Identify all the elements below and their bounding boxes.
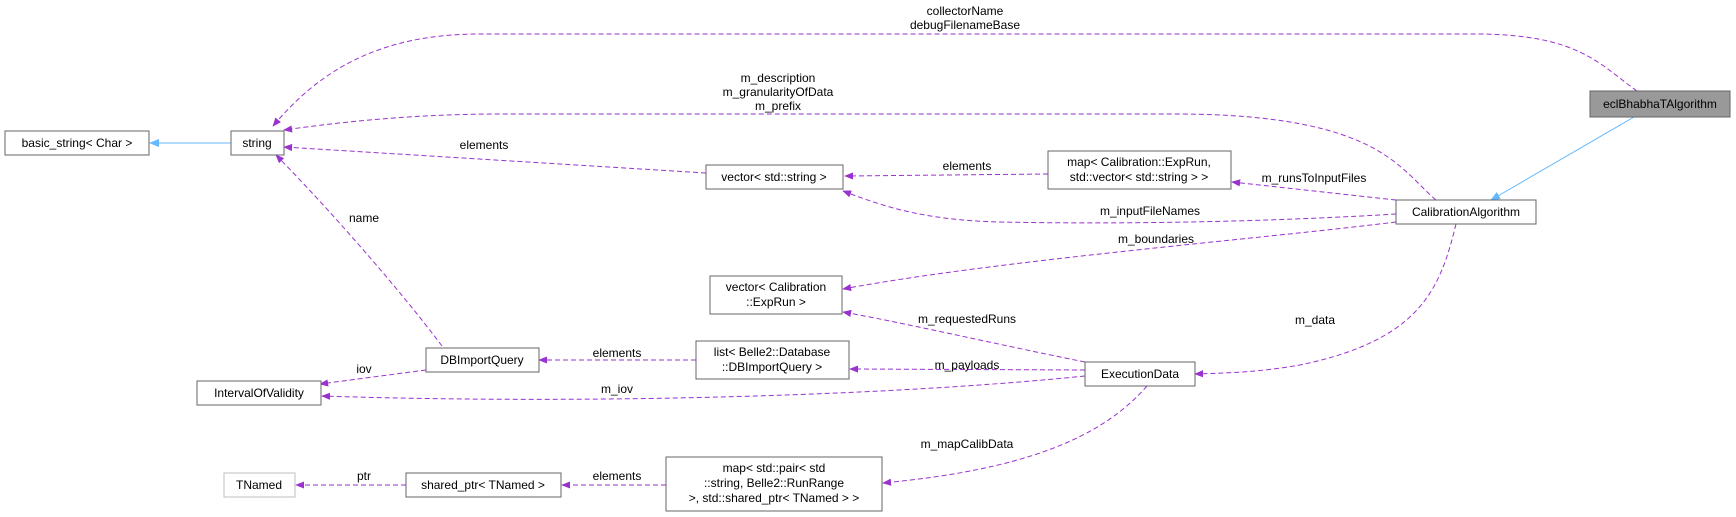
edge-label-m-requested-runs: m_requestedRuns bbox=[918, 312, 1016, 326]
edge-label-name: name bbox=[349, 211, 379, 225]
node-label: vector< std::string > bbox=[721, 170, 826, 184]
node-map-calib-data[interactable]: map< std::pair< std ::string, Belle2::Ru… bbox=[665, 456, 883, 512]
node-map-exprun[interactable]: map< Calibration::ExpRun, std::vector< s… bbox=[1047, 150, 1232, 190]
edge-label-m-prefix: m_prefix bbox=[755, 99, 801, 113]
edge-label-debug-filename-base: debugFilenameBase bbox=[910, 18, 1020, 32]
node-label-line-3: >, std::shared_ptr< TNamed > > bbox=[689, 491, 860, 505]
node-interval-of-validity[interactable]: IntervalOfValidity bbox=[196, 380, 322, 406]
node-list-db-import-query[interactable]: list< Belle2::Database ::DBImportQuery > bbox=[695, 340, 850, 380]
edge-label-iov: iov bbox=[356, 362, 371, 376]
edge-m-requested-runs bbox=[842, 309, 1086, 363]
edge-label-m-runs-to-input-files: m_runsToInputFiles bbox=[1262, 171, 1367, 185]
node-vector-exprun[interactable]: vector< Calibration ::ExpRun > bbox=[709, 275, 843, 315]
edge-label-m-data: m_data bbox=[1295, 313, 1335, 327]
edge-label-elements-string: elements bbox=[460, 138, 509, 152]
edge-label-ptr: ptr bbox=[357, 469, 371, 483]
node-label: eclBhabhaTAlgorithm bbox=[1603, 97, 1717, 111]
edge-m-map-calib-data bbox=[882, 385, 1148, 486]
edge-label-collector-name: collectorName bbox=[927, 4, 1004, 18]
edge-label-elements-list: elements bbox=[593, 346, 642, 360]
node-label-line-2: ::DBImportQuery > bbox=[722, 360, 822, 374]
node-shared-ptr[interactable]: shared_ptr< TNamed > bbox=[405, 472, 562, 498]
node-execution-data[interactable]: ExecutionData bbox=[1084, 361, 1196, 387]
node-ecl-bhabha-t-algorithm[interactable]: eclBhabhaTAlgorithm bbox=[1589, 90, 1731, 118]
node-label-line-2: std::vector< std::string > > bbox=[1070, 170, 1208, 184]
node-label: TNamed bbox=[236, 478, 282, 492]
node-label-line-2: ::ExpRun > bbox=[746, 295, 806, 309]
node-basic-string[interactable]: basic_string< Char > bbox=[4, 130, 150, 156]
node-label-line-1: map< Calibration::ExpRun, bbox=[1067, 155, 1211, 169]
node-vector-string[interactable]: vector< std::string > bbox=[705, 164, 844, 190]
edge-m-payloads bbox=[849, 365, 1086, 373]
node-tnamed[interactable]: TNamed bbox=[223, 472, 296, 498]
edge-elements-vector-string bbox=[283, 143, 707, 174]
edge-m-data bbox=[1194, 223, 1457, 378]
node-string[interactable]: string bbox=[230, 130, 285, 156]
nodes: eclBhabhaTAlgorithm CalibrationAlgorithm… bbox=[4, 90, 1731, 512]
edge-m-input-file-names bbox=[842, 190, 1397, 224]
edge-labels: collectorName debugFilenameBase m_descri… bbox=[349, 4, 1366, 483]
edge-label-m-payloads: m_payloads bbox=[935, 358, 1000, 372]
edge-collector-name bbox=[272, 33, 1638, 127]
edge-elements-map-exprun bbox=[844, 172, 1049, 180]
node-calibration-algorithm[interactable]: CalibrationAlgorithm bbox=[1395, 199, 1537, 225]
edge-label-elements-shared: elements bbox=[593, 469, 642, 483]
edge-label-m-input-file-names: m_inputFileNames bbox=[1100, 204, 1200, 218]
edge-m-iov bbox=[321, 375, 1086, 400]
edge-label-m-map-calib-data: m_mapCalibData bbox=[921, 437, 1014, 451]
node-label: IntervalOfValidity bbox=[214, 386, 304, 400]
edge-label-m-iov: m_iov bbox=[601, 382, 633, 396]
edge-m-boundaries bbox=[842, 221, 1397, 292]
node-db-import-query[interactable]: DBImportQuery bbox=[425, 347, 540, 373]
edges bbox=[149, 33, 1638, 489]
edge-iov bbox=[319, 369, 427, 387]
edge-inherits-calibration-algorithm bbox=[1490, 116, 1635, 201]
edge-name bbox=[275, 154, 443, 347]
edge-label-m-granularity: m_granularityOfData bbox=[723, 85, 834, 99]
node-label: ExecutionData bbox=[1101, 367, 1179, 381]
node-label: CalibrationAlgorithm bbox=[1412, 205, 1520, 219]
edge-m-runs-to-input-files bbox=[1231, 179, 1397, 201]
node-label-line-1: list< Belle2::Database bbox=[714, 345, 831, 359]
node-label: shared_ptr< TNamed > bbox=[421, 478, 545, 492]
node-label-line-2: ::string, Belle2::RunRange bbox=[704, 476, 844, 490]
node-label: DBImportQuery bbox=[440, 353, 523, 367]
node-label-line-1: vector< Calibration bbox=[726, 280, 826, 294]
edge-label-m-boundaries: m_boundaries bbox=[1118, 232, 1194, 246]
edge-label-elements-map: elements bbox=[943, 159, 992, 173]
edge-label-m-description: m_description bbox=[741, 71, 816, 85]
node-label-line-1: map< std::pair< std bbox=[723, 461, 826, 475]
edge-m-description bbox=[283, 113, 1437, 201]
node-label: string bbox=[242, 136, 271, 150]
node-label: basic_string< Char > bbox=[22, 136, 133, 150]
